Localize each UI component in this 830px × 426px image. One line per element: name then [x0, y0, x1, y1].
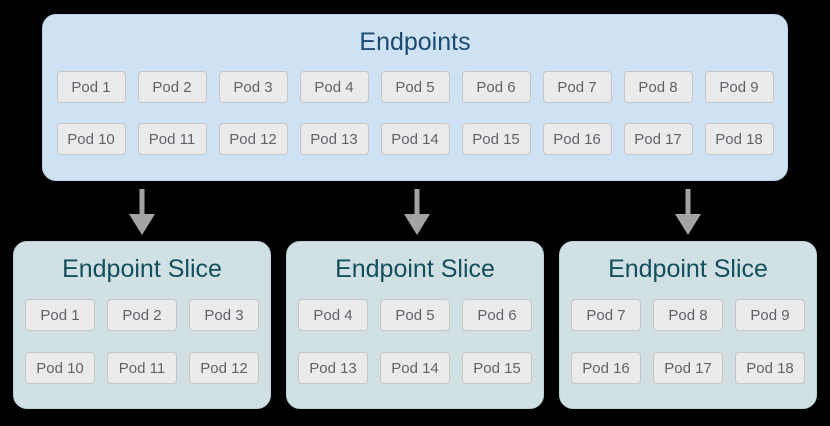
endpoints-pod-row-2: Pod 10 Pod 11 Pod 12 Pod 13 Pod 14 Pod 1…: [43, 123, 787, 155]
pod: Pod 6: [462, 299, 532, 331]
endpoint-slice-title: Endpoint Slice: [62, 255, 222, 283]
pod: Pod 16: [571, 352, 641, 384]
pod: Pod 11: [107, 352, 177, 384]
pod: Pod 17: [653, 352, 723, 384]
pod: Pod 16: [542, 123, 612, 155]
slice-2-pod-row-1: Pod 4 Pod 5 Pod 6: [287, 299, 543, 331]
pod: Pod 17: [623, 123, 693, 155]
pod: Pod 8: [653, 299, 723, 331]
pod: Pod 18: [704, 123, 774, 155]
pod: Pod 11: [137, 123, 207, 155]
slice-2-pod-row-2: Pod 13 Pod 14 Pod 15: [287, 352, 543, 384]
endpoints-box: Endpoints Pod 1 Pod 2 Pod 3 Pod 4 Pod 5 …: [42, 14, 788, 181]
pod: Pod 7: [571, 299, 641, 331]
pod: Pod 9: [704, 71, 774, 103]
pod: Pod 5: [380, 299, 450, 331]
endpoint-slice-box-3: Endpoint Slice Pod 7 Pod 8 Pod 9 Pod 16 …: [559, 241, 817, 409]
pod: Pod 10: [25, 352, 95, 384]
down-arrow-icon: [404, 189, 430, 235]
pod: Pod 4: [299, 71, 369, 103]
slice-1-pod-row-2: Pod 10 Pod 11 Pod 12: [14, 352, 270, 384]
endpoint-slice-box-1: Endpoint Slice Pod 1 Pod 2 Pod 3 Pod 10 …: [13, 241, 271, 409]
pod: Pod 10: [56, 123, 126, 155]
pod: Pod 2: [137, 71, 207, 103]
pod: Pod 13: [299, 123, 369, 155]
pod: Pod 2: [107, 299, 177, 331]
pod: Pod 4: [298, 299, 368, 331]
pod: Pod 18: [735, 352, 805, 384]
pod: Pod 1: [25, 299, 95, 331]
endpoint-slice-title: Endpoint Slice: [335, 255, 495, 283]
endpoint-slice-title: Endpoint Slice: [608, 255, 768, 283]
pod: Pod 15: [462, 352, 532, 384]
pod: Pod 6: [461, 71, 531, 103]
endpoints-title: Endpoints: [359, 28, 471, 56]
slice-3-pod-row-1: Pod 7 Pod 8 Pod 9: [560, 299, 816, 331]
pod: Pod 12: [189, 352, 259, 384]
down-arrow-icon: [129, 189, 155, 235]
pod: Pod 8: [623, 71, 693, 103]
pod: Pod 5: [380, 71, 450, 103]
pod: Pod 14: [380, 123, 450, 155]
slice-3-pod-row-2: Pod 16 Pod 17 Pod 18: [560, 352, 816, 384]
pod: Pod 1: [56, 71, 126, 103]
pod: Pod 13: [298, 352, 368, 384]
slice-1-pod-row-1: Pod 1 Pod 2 Pod 3: [14, 299, 270, 331]
pod: Pod 3: [218, 71, 288, 103]
pod: Pod 15: [461, 123, 531, 155]
down-arrow-icon: [675, 189, 701, 235]
pod: Pod 12: [218, 123, 288, 155]
pod: Pod 7: [542, 71, 612, 103]
pod: Pod 9: [735, 299, 805, 331]
pod: Pod 3: [189, 299, 259, 331]
endpoints-pod-row-1: Pod 1 Pod 2 Pod 3 Pod 4 Pod 5 Pod 6 Pod …: [43, 71, 787, 103]
endpoint-slice-box-2: Endpoint Slice Pod 4 Pod 5 Pod 6 Pod 13 …: [286, 241, 544, 409]
pod: Pod 14: [380, 352, 450, 384]
